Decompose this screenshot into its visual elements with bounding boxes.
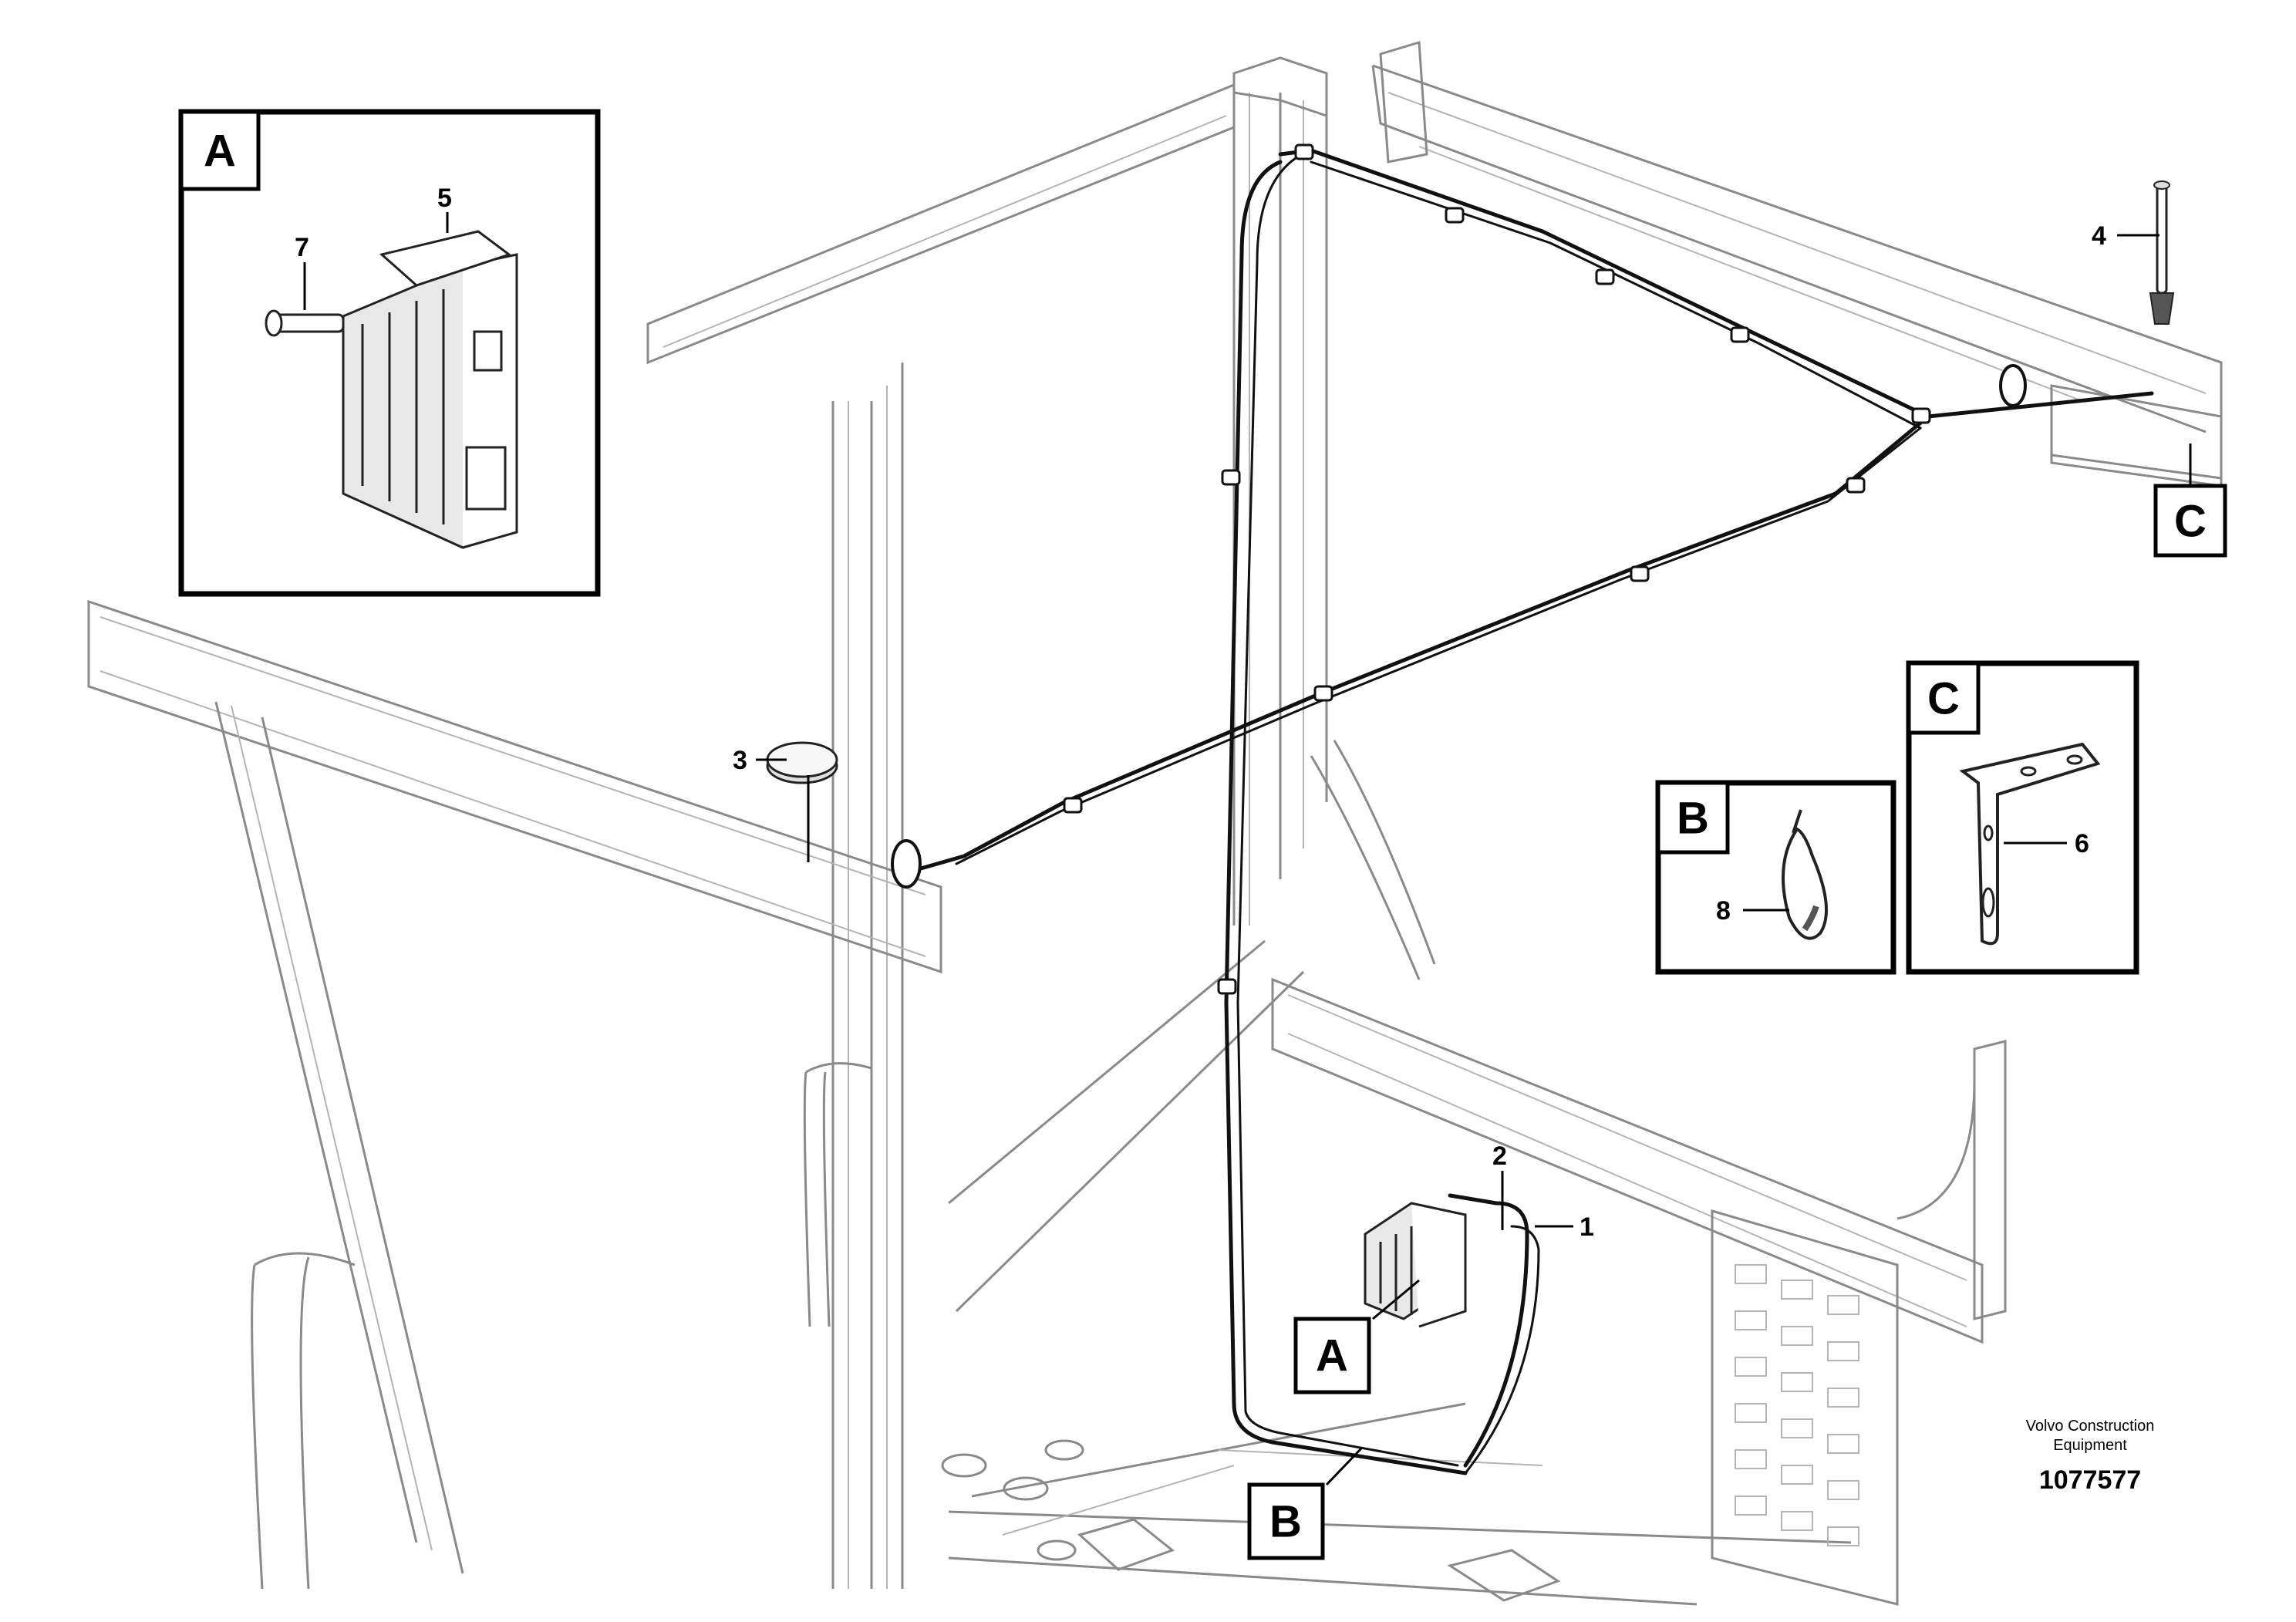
detail-inset-b: B 8 [1655, 780, 1896, 975]
control-unit-detail [342, 230, 518, 549]
company-line-2: Equipment [2053, 1437, 2127, 1454]
callout-6: 6 [2075, 829, 2089, 858]
callout-3: 3 [733, 746, 747, 775]
cab-frame [87, 41, 2223, 1606]
callout-8: 8 [1716, 896, 1731, 926]
callout-1: 1 [1580, 1212, 1594, 1242]
control-unit-installed [1364, 1202, 1467, 1328]
pointer-a-label: A [1316, 1331, 1348, 1381]
pointer-c-label: C [2174, 497, 2207, 547]
cable-tie-part [1782, 809, 1828, 940]
pointer-b-label: B [1269, 1497, 1302, 1547]
callout-2: 2 [1492, 1141, 1507, 1171]
inset-c-label: C [1927, 674, 1960, 724]
inset-a-label: A [204, 126, 236, 177]
inset-b-label: B [1677, 794, 1709, 844]
callout-7: 7 [295, 233, 309, 262]
grommet-part [766, 741, 838, 784]
screw-part [265, 309, 345, 337]
callout-5: 5 [437, 184, 452, 213]
antenna-bracket-part [1959, 742, 2101, 946]
detail-inset-a: A 5 7 [178, 109, 601, 597]
antenna-part [2149, 180, 2175, 325]
wiring-harness [891, 143, 2154, 1475]
callout-4: 4 [2092, 221, 2106, 251]
drawing-number: 1077577 [2039, 1465, 2141, 1495]
company-line-1: Volvo Construction [2026, 1418, 2155, 1435]
detail-inset-c: C 6 [1906, 660, 2139, 975]
